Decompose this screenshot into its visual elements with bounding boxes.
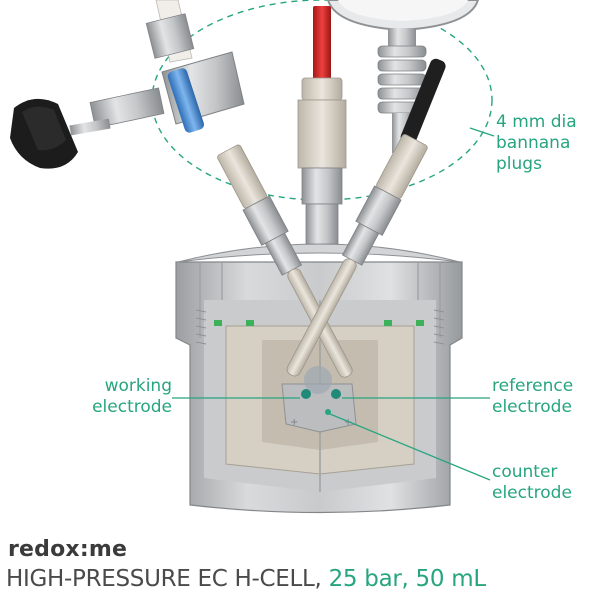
counter-electrode-assembly	[297, 6, 347, 245]
reference-electrode-assembly	[286, 58, 446, 399]
svg-text:+: +	[344, 417, 352, 428]
svg-text:+: +	[290, 417, 298, 428]
reference-electrode-label: reference electrode	[492, 376, 574, 417]
redoxme-logo: redox:me	[8, 537, 128, 562]
pressure-gauge	[326, 0, 480, 153]
reactor-body: + +	[175, 243, 463, 514]
banana-plugs-label: 4 mm dia bannana plugs	[496, 112, 577, 174]
callout-leader-lines	[172, 127, 495, 481]
working-electrode-label: working electrode	[92, 376, 172, 417]
gas-valve	[10, 0, 245, 169]
product-headline: HIGH-PRESSURE EC H-CELL, 25 bar, 50 mL	[6, 566, 486, 592]
product-specs: 25 bar, 50 mL	[328, 566, 487, 592]
counter-electrode-label: counter electrode	[492, 462, 572, 503]
product-name: HIGH-PRESSURE EC H-CELL,	[6, 566, 322, 592]
